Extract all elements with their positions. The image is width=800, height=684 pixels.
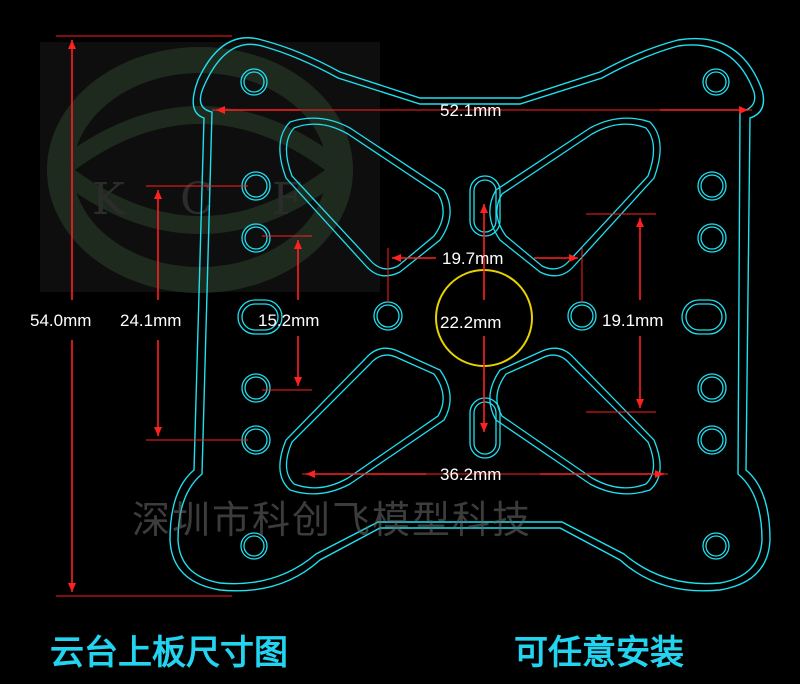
- dim-right-hole-span-label: 19.1mm: [602, 311, 663, 330]
- caption-plate-dimensions: 云台上板尺寸图: [50, 633, 288, 673]
- plate-outline: [169, 37, 771, 592]
- company-watermark: 深圳市科创飞模型科技: [132, 498, 532, 542]
- logo-letter-k: K: [92, 174, 126, 225]
- logo-letter-c: C: [180, 174, 214, 225]
- dim-overall-height-label: 54.0mm: [30, 311, 91, 330]
- dim-center-hole-span-label: 19.7mm: [442, 249, 503, 268]
- dimension-labels: 52.1mm 54.0mm 24.1mm 15.2mm 19.7mm 22.2m…: [30, 101, 663, 484]
- plate-cutouts: [237, 68, 730, 560]
- dim-bottom-span-label: 36.2mm: [440, 465, 501, 484]
- dim-overall-width-label: 52.1mm: [440, 101, 501, 120]
- dim-left-hole-span-label: 24.1mm: [120, 311, 181, 330]
- dim-center-circle-label: 22.2mm: [440, 313, 501, 332]
- dimension-lines: [56, 35, 752, 597]
- dim-left-inner-span-label: 15.2mm: [258, 311, 319, 330]
- caption-install-any-direction: 可任意安装: [514, 633, 684, 673]
- company-logo: K C F: [40, 42, 380, 293]
